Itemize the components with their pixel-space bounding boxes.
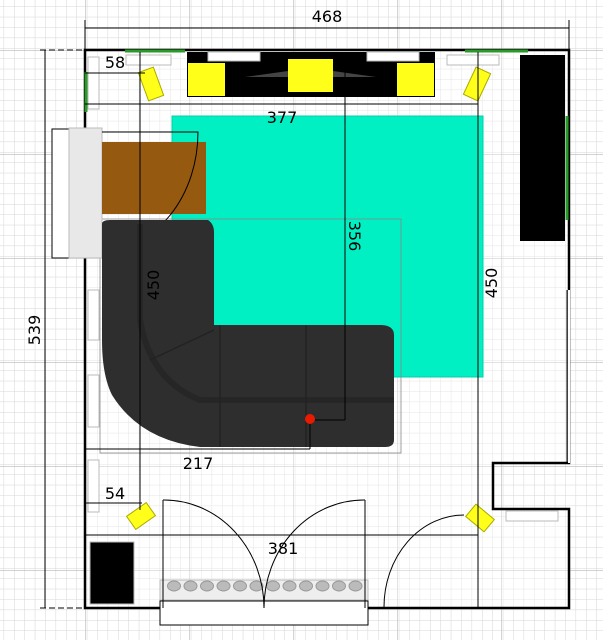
dim-top-inner: 377 [267, 108, 298, 127]
double-door[interactable] [162, 499, 366, 609]
bench-cushions [167, 580, 363, 592]
radiator [87, 56, 100, 110]
window-sill [68, 127, 103, 259]
speaker-right-front[interactable] [397, 63, 434, 96]
window-frame [51, 128, 71, 259]
cushion [216, 580, 231, 592]
cushion [249, 580, 264, 592]
cushion [332, 580, 346, 592]
radiator [87, 374, 100, 428]
dim-room-depth: 539 [25, 315, 44, 346]
cushion [282, 580, 297, 592]
desk[interactable] [102, 142, 206, 214]
dim-bottom-inner: 381 [268, 539, 299, 558]
cushion [299, 580, 313, 592]
cushion [233, 580, 247, 592]
cushion [315, 580, 330, 592]
shelf [125, 54, 172, 66]
dim-left-offset-bottom: 54 [105, 484, 125, 503]
radiator [87, 459, 100, 513]
shelf [505, 510, 559, 522]
dim-left-offset-top: 58 [105, 53, 125, 72]
cushion [200, 580, 214, 592]
sofa[interactable] [102, 220, 394, 447]
dim-listening-offset: 217 [183, 454, 214, 473]
cushion [348, 580, 363, 592]
speaker-left-front[interactable] [188, 63, 225, 96]
speaker-front-right-wide[interactable] [462, 66, 492, 102]
subwoofer[interactable] [89, 541, 135, 605]
speaker-rear-left[interactable] [125, 501, 157, 531]
cushion [266, 580, 280, 592]
shelf [446, 54, 500, 66]
listening-position-marker[interactable] [305, 414, 315, 424]
dimension-lines [40, 20, 570, 609]
dim-left-speaker-line: 450 [144, 270, 163, 301]
sofa-footprint [99, 218, 402, 454]
tv-unit[interactable] [187, 51, 435, 97]
cushion [167, 580, 181, 592]
speaker-front-left-wide[interactable] [137, 66, 165, 102]
speaker-center[interactable] [288, 59, 333, 92]
door-right[interactable] [383, 514, 465, 608]
speaker-rear-right[interactable] [464, 503, 496, 533]
tall-cabinet[interactable] [520, 55, 565, 241]
dim-right-speaker-line: 450 [482, 268, 501, 299]
dim-listening-depth: 356 [345, 221, 364, 252]
cushion [183, 580, 198, 592]
radiator [87, 289, 100, 341]
dim-room-width: 468 [312, 7, 343, 26]
